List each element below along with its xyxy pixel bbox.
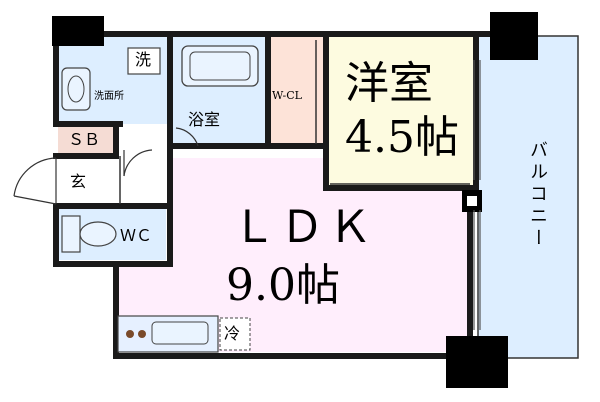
fridge-space <box>219 317 251 351</box>
pillar-top-right <box>490 12 538 60</box>
entrance-label: 玄 <box>70 172 87 191</box>
washroom-label: 洗面所 <box>94 91 124 102</box>
bathroom-label: 浴室 <box>188 110 221 129</box>
bathtub <box>181 45 259 87</box>
pillar-bottom-right <box>446 336 508 388</box>
western-room-area <box>328 36 474 188</box>
washer-box <box>127 47 161 75</box>
shoe-box-label: ＳＢ <box>68 130 101 149</box>
toilet-label: ＷＣ <box>120 226 153 245</box>
fridge-label: 冷 <box>224 324 241 343</box>
ldk-label: ＬＤＫ <box>232 202 376 253</box>
ldk-area <box>118 158 470 352</box>
shoe-box-area <box>58 126 114 154</box>
balcony-label: バルコニー <box>527 140 548 250</box>
western-room-size: 4.5帖 <box>345 112 459 163</box>
entrance-door <box>13 157 57 205</box>
ldk-size: 9.0帖 <box>226 260 340 311</box>
closet-label: W-CL <box>272 89 302 102</box>
entrance-area <box>58 156 120 204</box>
washer-label: 洗 <box>135 50 152 69</box>
balcony-area <box>477 35 579 359</box>
pillar-top-left <box>52 16 104 46</box>
walls <box>53 31 499 359</box>
western-room-label: 洋室 <box>345 58 433 109</box>
toilet-bowl <box>79 221 117 247</box>
wash-basin <box>61 67 91 111</box>
